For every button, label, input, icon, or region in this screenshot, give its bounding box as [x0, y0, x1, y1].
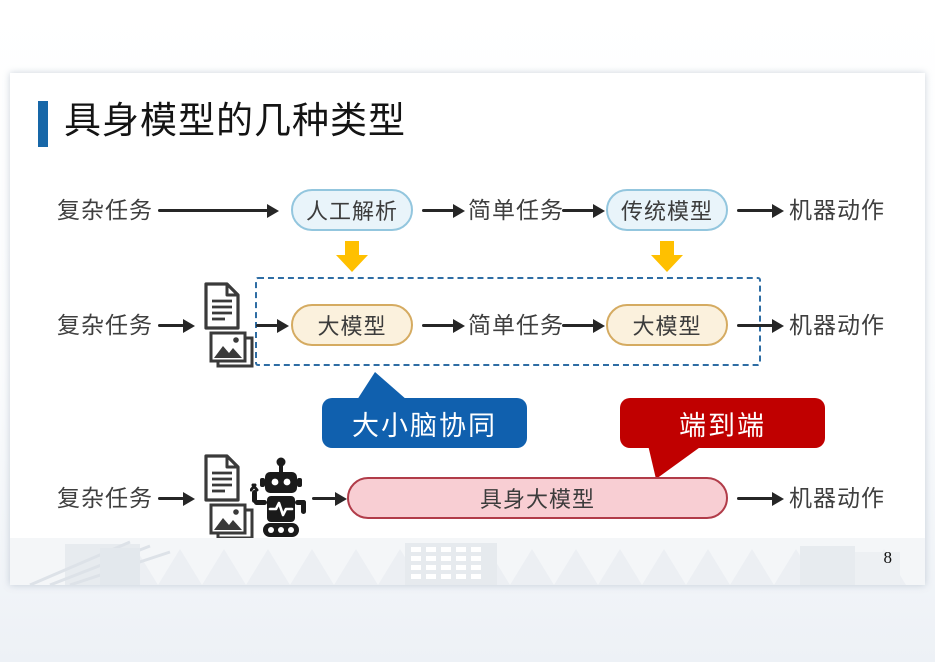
llm-group-dashed-box — [255, 277, 761, 366]
row3-embodied-label: 具身大模型 — [479, 487, 595, 512]
callout-cerebrum-label: 大小脑协同 — [352, 410, 497, 441]
row3-input-label: 复杂任务 — [57, 485, 153, 511]
row2-planner-node: 大模型 — [291, 304, 413, 346]
yellow-down-arrow-icon — [651, 241, 683, 272]
row2-intermediate-label: 简单任务 — [468, 312, 564, 338]
row1-model-label: 传统模型 — [620, 199, 713, 224]
red-callout-tail — [648, 445, 703, 479]
row2-arrow-3 — [422, 324, 454, 327]
row3-arrow-2 — [312, 497, 336, 500]
page-title: 具身模型的几种类型 — [64, 101, 406, 142]
row2-arrow-4 — [562, 324, 594, 327]
row2-arrow-1 — [158, 324, 184, 327]
row1-input-label: 复杂任务 — [57, 197, 153, 223]
row2-input-label: 复杂任务 — [57, 312, 153, 338]
row2-controller-label: 大模型 — [632, 314, 702, 339]
row1-parse-label: 人工解析 — [305, 199, 398, 224]
page-number: 8 — [883, 548, 893, 567]
city-skyline-decoration — [10, 538, 925, 585]
picture-icon — [209, 503, 254, 540]
document-icon — [204, 282, 240, 330]
row3-embodied-node: 具身大模型 — [347, 477, 728, 519]
callout-end-to-end: 端到端 — [620, 398, 825, 448]
blue-callout-tail — [357, 372, 407, 400]
row1-model-node: 传统模型 — [606, 189, 728, 231]
row2-arrow-5 — [737, 324, 773, 327]
row3-arrow-1 — [158, 497, 184, 500]
row1-arrow-1 — [158, 209, 268, 212]
document-icon — [204, 454, 240, 502]
picture-icon — [209, 331, 254, 368]
row1-arrow-2 — [422, 209, 454, 212]
title-accent-bar — [38, 101, 48, 147]
row1-output-label: 机器动作 — [789, 197, 885, 223]
row1-arrow-4 — [737, 209, 773, 212]
callout-cerebrum: 大小脑协同 — [322, 398, 527, 448]
row3-arrow-3 — [737, 497, 773, 500]
row2-arrow-2 — [256, 324, 278, 327]
robot-icon — [250, 457, 306, 537]
row2-planner-label: 大模型 — [317, 314, 387, 339]
row2-controller-node: 大模型 — [606, 304, 728, 346]
row3-output-label: 机器动作 — [789, 485, 885, 511]
yellow-down-arrow-icon — [336, 241, 368, 272]
row2-output-label: 机器动作 — [789, 312, 885, 338]
row1-parse-node: 人工解析 — [291, 189, 413, 231]
row1-arrow-3 — [562, 209, 594, 212]
callout-end-to-end-label: 端到端 — [679, 410, 766, 441]
row1-intermediate-label: 简单任务 — [468, 197, 564, 223]
